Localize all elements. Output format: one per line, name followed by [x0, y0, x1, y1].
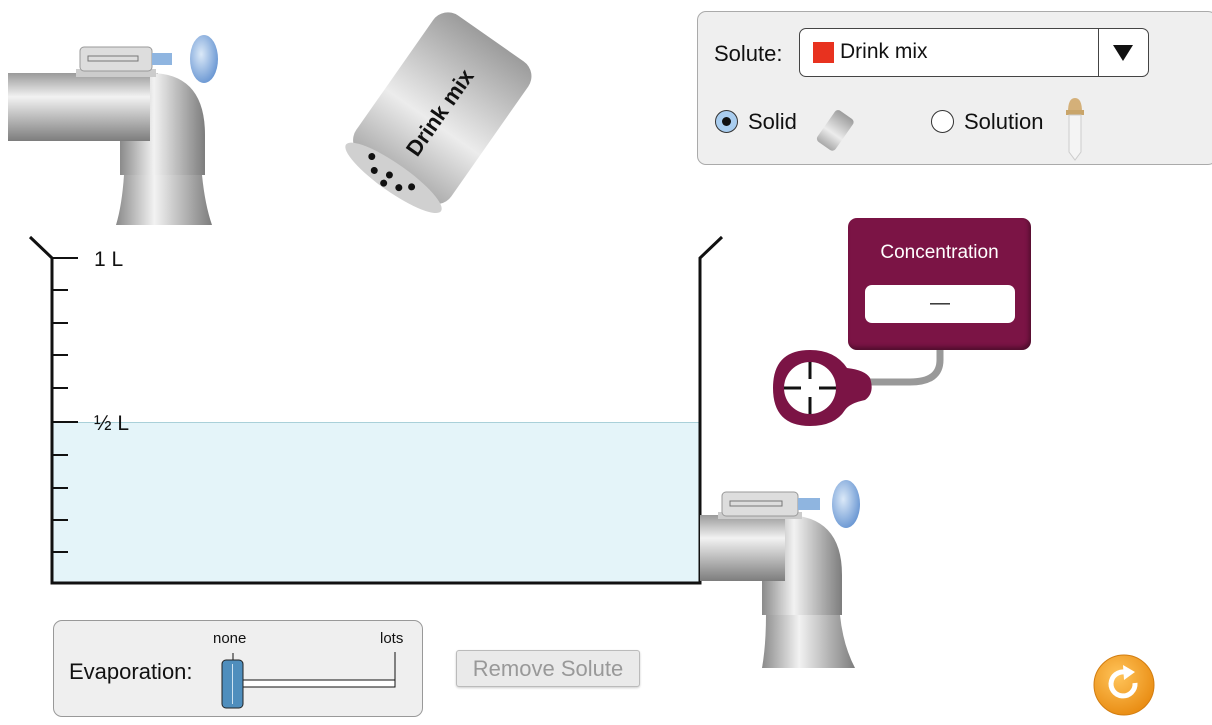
solid-radio[interactable]: [715, 110, 738, 133]
remove-solute-button[interactable]: Remove Solute: [456, 650, 640, 687]
solution-label: Solution: [964, 109, 1044, 134]
crosshair-icon: [784, 362, 836, 414]
evaporation-panel: Evaporation: none lots: [53, 620, 423, 717]
evaporation-max-label: lots: [380, 630, 404, 647]
solute-combo-box[interactable]: Drink mix: [799, 28, 1149, 77]
tick-label-1L: 1 L: [94, 248, 124, 271]
shaker-icon: [816, 110, 854, 151]
solvent-faucet[interactable]: [0, 25, 230, 235]
tick-label-half-L: ½ L: [94, 412, 130, 435]
solution-radio[interactable]: [931, 110, 954, 133]
beaker-solution: [53, 422, 700, 584]
concentration-probe[interactable]: [765, 348, 885, 428]
meter-cable: [860, 348, 944, 386]
evaporation-min-label: none: [213, 630, 247, 647]
faucet-knob-icon[interactable]: [190, 35, 218, 83]
solute-color-swatch: [813, 42, 834, 63]
evaporation-slider[interactable]: [54, 621, 424, 718]
solute-shaker[interactable]: Drink mix: [330, 0, 560, 215]
meter-title: Concentration: [880, 242, 999, 263]
reset-all-button[interactable]: [1092, 653, 1156, 717]
evaporation-slider-thumb[interactable]: [221, 659, 244, 709]
dropper-icon: [1066, 98, 1084, 161]
concentration-meter[interactable]: Concentration —: [848, 218, 1031, 350]
dropdown-arrow-icon[interactable]: [1098, 29, 1148, 76]
beaker: [28, 235, 724, 585]
solute-selected-value: Drink mix: [840, 40, 928, 63]
drain-faucet[interactable]: [700, 470, 870, 675]
faucet-stem: [152, 53, 172, 65]
drain-knob-icon[interactable]: [832, 480, 860, 528]
solute-label: Solute:: [714, 41, 783, 66]
reset-icon: [1108, 665, 1138, 699]
solute-control-panel: Solute: Drink mix Solid Solution: [697, 11, 1212, 165]
evaporation-label: Evaporation:: [69, 659, 193, 684]
solid-label: Solid: [748, 109, 797, 134]
meter-readout: —: [865, 285, 1015, 323]
